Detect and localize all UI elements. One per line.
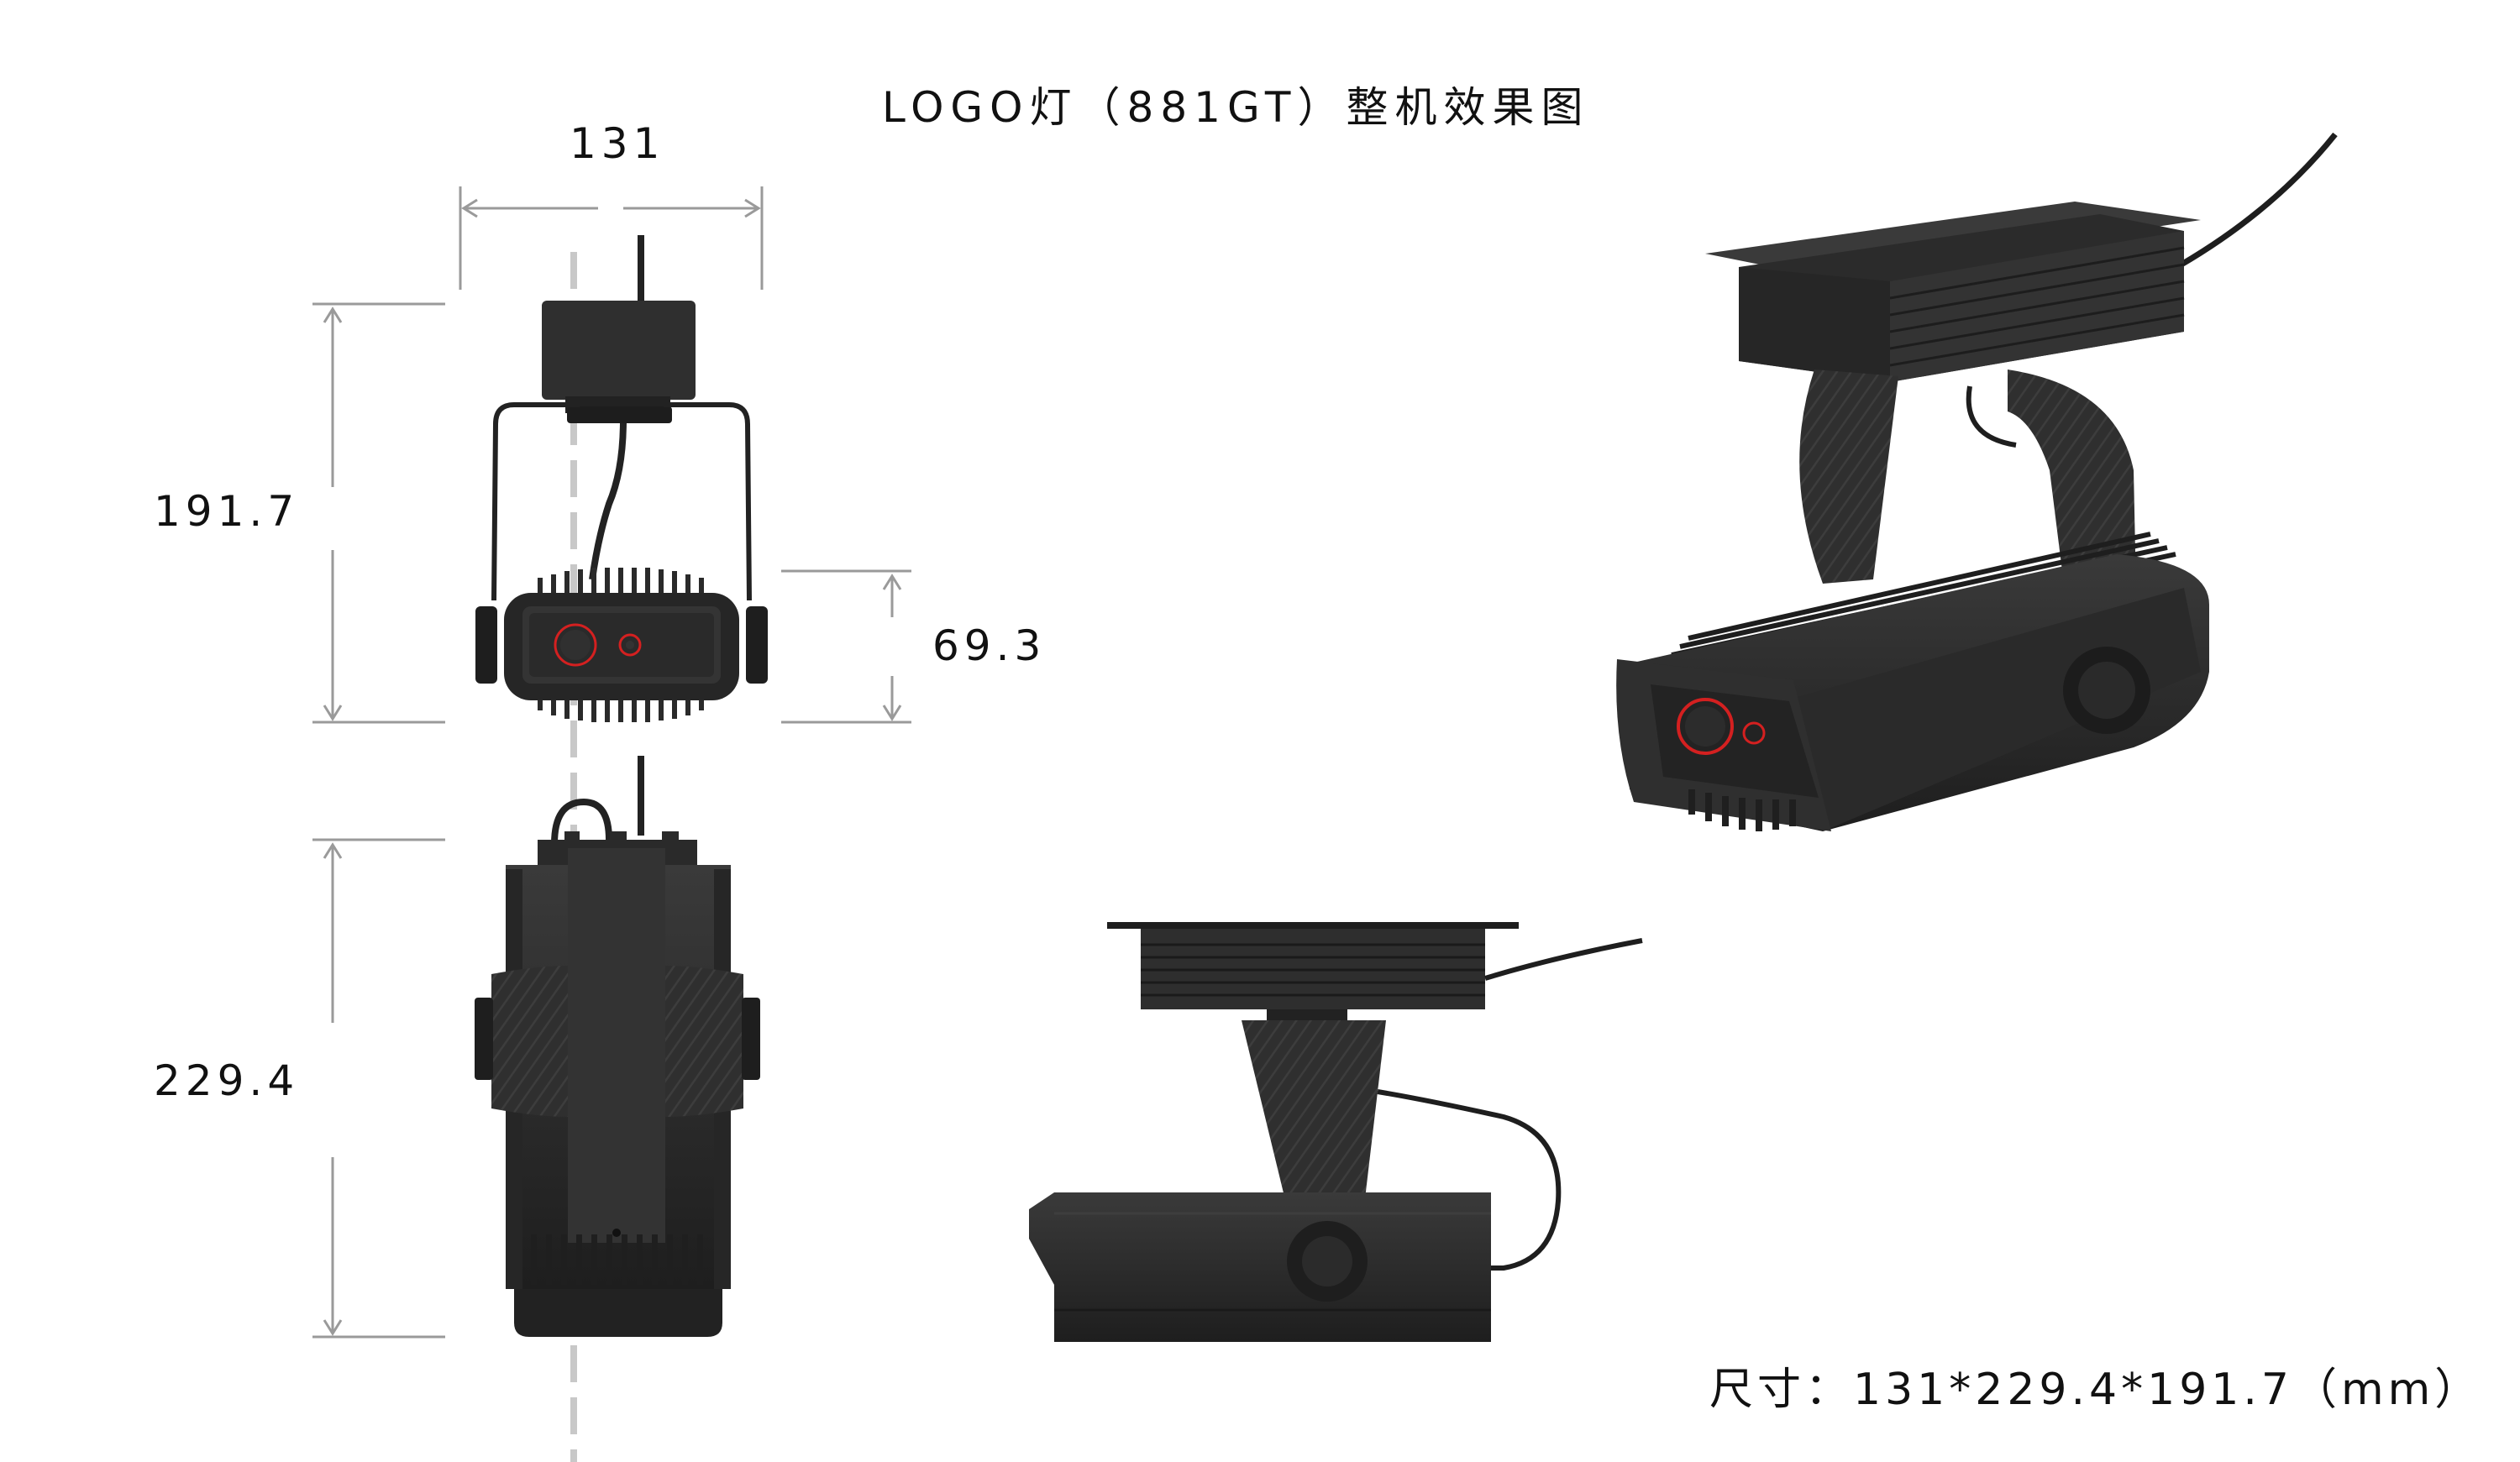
drawing-title: LOGO灯（881GT）整机效果图 <box>882 83 1590 132</box>
main-lens-ring <box>1677 698 1734 755</box>
overall-size-note: 尺寸：131*229.4*191.7（mm） <box>1709 1365 2483 1415</box>
top-view <box>475 756 760 1337</box>
side-view <box>1029 922 1643 1342</box>
sensor-lens-ring <box>1742 721 1766 745</box>
dimension-lines <box>312 186 911 1339</box>
perspective-view <box>1616 132 2338 831</box>
width-dimension-label: 131 <box>570 119 665 168</box>
height-dimension-label: 191.7 <box>154 487 300 536</box>
depth-dimension-label: 229.4 <box>154 1056 300 1105</box>
lens-height-dimension-label: 69.3 <box>932 621 1047 670</box>
front-view <box>475 235 768 722</box>
main-lens-ring <box>554 623 597 667</box>
sensor-lens-ring <box>618 633 642 657</box>
